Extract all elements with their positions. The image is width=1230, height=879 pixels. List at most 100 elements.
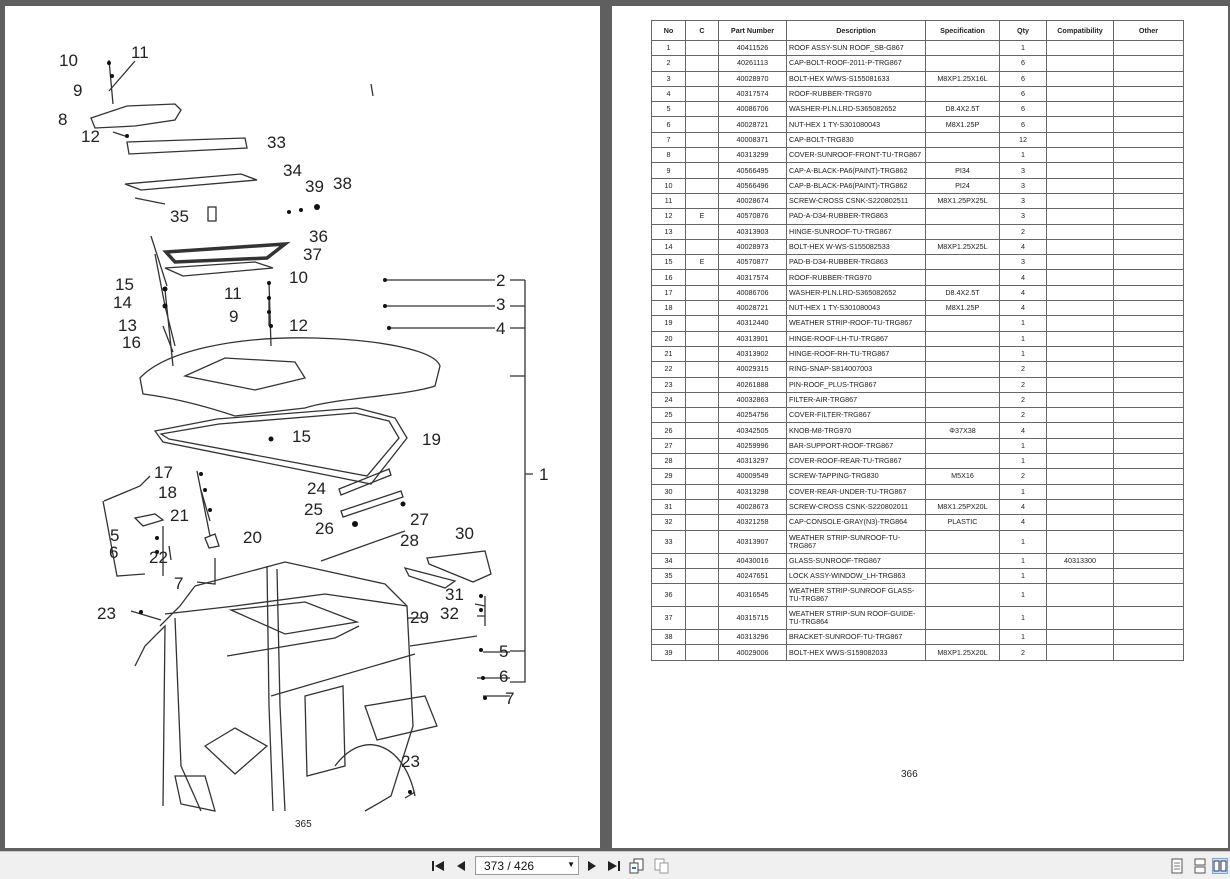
cell-other [1113,131,1184,149]
cell-compatibility [1046,55,1114,72]
cell-c [685,345,719,363]
cell-no: 12 [651,208,686,225]
cell-description: NUT-HEX 1 TY-S301080043 [786,300,926,317]
cell-qty: 2 [999,644,1047,661]
cell-specification: M8X1.25PX20L [925,498,1000,516]
cell-specification [925,315,1000,332]
callout-label: 39 [305,177,324,196]
page-number-input[interactable]: 373 / 426 ▼ [475,856,579,875]
next-page-icon[interactable] [584,858,600,874]
cell-compatibility [1046,361,1114,378]
cell-no: 7 [651,131,686,149]
cell-other [1113,629,1184,646]
cell-specification: D8.4X2.5T [925,101,1000,118]
cell-no: 19 [651,315,686,332]
cell-other [1113,391,1184,409]
cell-part-number: 40028721 [718,116,787,133]
cell-no: 3 [651,70,686,87]
cell-c: E [685,254,719,271]
cell-other [1113,116,1184,133]
cell-other [1113,453,1184,470]
cell-description: COVER-REAR-UNDER-TU-TRG867 [786,483,926,500]
cell-specification [925,529,1000,554]
cell-specification: PI24 [925,177,1000,194]
cell-qty: 3 [999,192,1047,210]
callout-label: 37 [303,245,322,264]
cell-compatibility [1046,345,1114,363]
cell-part-number: 40029006 [718,644,787,661]
continuous-view-icon[interactable] [1192,858,1208,874]
cell-compatibility [1046,177,1114,194]
cell-description: WASHER-PLN.LRD-S365082652 [786,284,926,302]
cell-qty: 1 [999,345,1047,363]
single-page-view-icon[interactable] [1169,858,1185,874]
cell-qty: 2 [999,223,1047,240]
cell-qty: 6 [999,55,1047,72]
cell-specification: PI34 [925,162,1000,179]
cell-qty: 3 [999,208,1047,225]
next-view-icon[interactable] [654,858,670,874]
callout-label: 6 [499,667,508,686]
cell-no: 29 [651,468,686,485]
two-page-view-icon[interactable] [1212,858,1228,874]
cell-compatibility [1046,315,1114,332]
cell-part-number: 40028721 [718,300,787,317]
cell-part-number: 40261113 [718,55,787,72]
cell-other [1113,345,1184,363]
cell-specification [925,269,1000,286]
last-page-icon[interactable] [606,858,622,874]
cell-compatibility [1046,330,1114,347]
cell-other [1113,192,1184,210]
previous-view-icon[interactable] [629,858,645,874]
cell-specification: PLASTIC [925,514,1000,531]
callout-label: 7 [505,689,514,708]
page-dropdown-icon[interactable]: ▼ [567,860,575,869]
callout-label: 28 [400,531,419,550]
callout-label: 12 [289,316,308,335]
cell-part-number: 40247651 [718,567,787,585]
cell-other [1113,39,1184,57]
callout-label: 4 [496,319,505,338]
cell-qty: 4 [999,422,1047,439]
cell-part-number: 40313907 [718,529,787,554]
cell-description: CAP-B-BLACK-PA6(PAINT)-TRG862 [786,177,926,194]
cell-specification [925,254,1000,271]
cell-compatibility [1046,483,1114,500]
cell-compatibility [1046,567,1114,585]
cell-qty: 1 [999,552,1047,569]
cell-description: CAP-CONSOLE-GRAY(N3)-TRG864 [786,514,926,531]
cell-part-number: 40009549 [718,468,787,485]
column-header: Qty [999,20,1047,41]
callout-label: 16 [122,333,141,352]
cell-no: 37 [651,606,686,631]
cell-other [1113,269,1184,286]
cell-other [1113,70,1184,87]
callout-label: 36 [309,227,328,246]
cell-no: 20 [651,330,686,347]
cell-other [1113,583,1184,608]
cell-description: ROOF ASSY-SUN ROOF_SB-G867 [786,39,926,57]
cell-description: PIN-ROOF_PLUS-TRG867 [786,376,926,393]
cell-specification: M8XP1.25X16L [925,70,1000,87]
previous-page-icon[interactable] [453,858,469,874]
cell-no: 32 [651,514,686,531]
cell-description: BOLT-HEX WWS-S159082033 [786,644,926,661]
cell-c [685,514,719,531]
first-page-icon[interactable] [430,858,446,874]
cell-other [1113,162,1184,179]
cell-qty: 4 [999,269,1047,286]
cell-part-number: 40086706 [718,101,787,118]
cell-part-number: 40313901 [718,330,787,347]
cell-compatibility [1046,376,1114,393]
cell-specification: D8.4X2.5T [925,284,1000,302]
